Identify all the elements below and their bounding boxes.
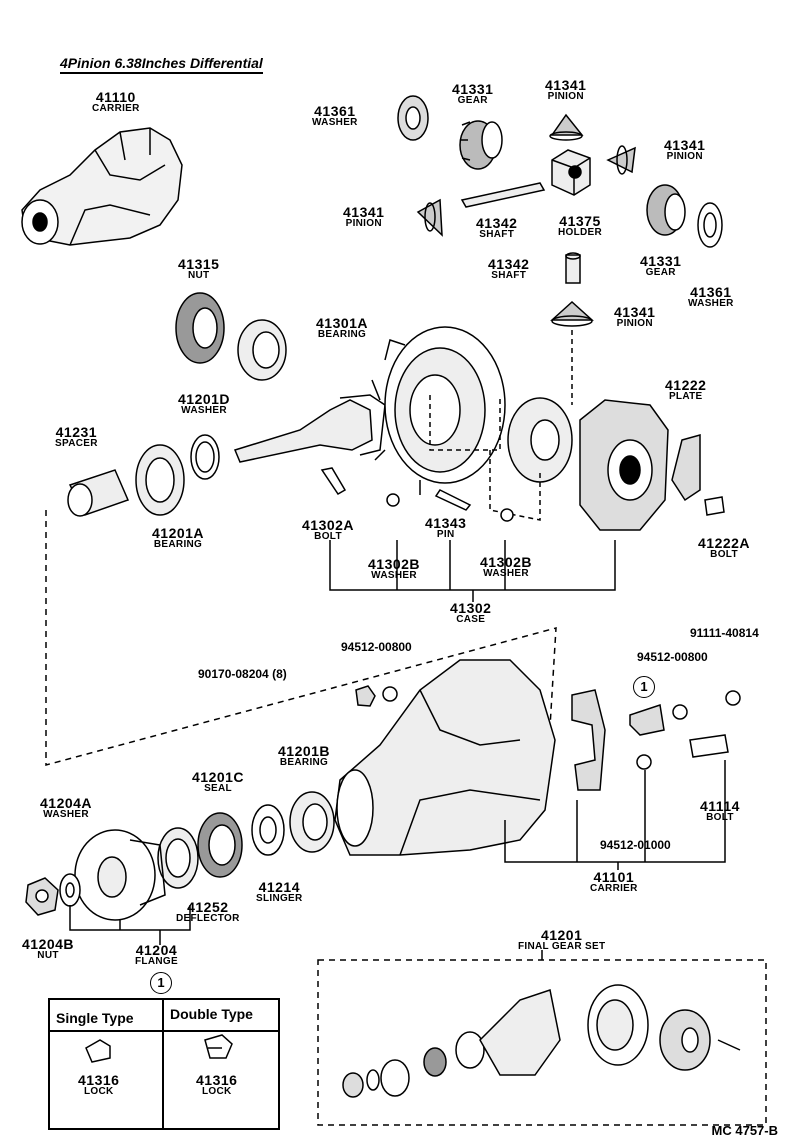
double-type-header: Double Type [170,1006,253,1022]
final-gear-set-drawing [342,984,741,1098]
code-94512-00800-right: 94512-00800 [637,650,708,664]
diagram-title: 4Pinion 6.38Inches Differential [60,55,263,74]
carrier-41110-drawing [21,127,183,246]
ref-marker-bottom: 1 [150,972,172,994]
lock-box-divider [162,1000,164,1128]
lock-box-header-rule [50,1030,278,1032]
code-94512-01000: 94512-01000 [600,838,671,852]
code-91111-40814: 91111-40814 [690,626,759,640]
gear-41331-drawing [459,120,503,170]
footer-code: MC 4757-B [711,1123,778,1138]
drive-pinion-drawing [233,394,386,463]
code-90170-08204: 90170-08204 (8) [198,667,287,681]
holder-41375-drawing [551,149,591,196]
carrier-41101-drawing [334,659,556,856]
ref-marker-top: 1 [633,676,655,698]
differential-case-drawing [579,399,669,531]
code-94512-00800-left: 94512-00800 [341,640,412,654]
ring-gear-drawing [371,326,506,495]
single-type-header: Single Type [56,1010,134,1026]
lock-type-box: Single Type Double Type [48,998,280,1130]
